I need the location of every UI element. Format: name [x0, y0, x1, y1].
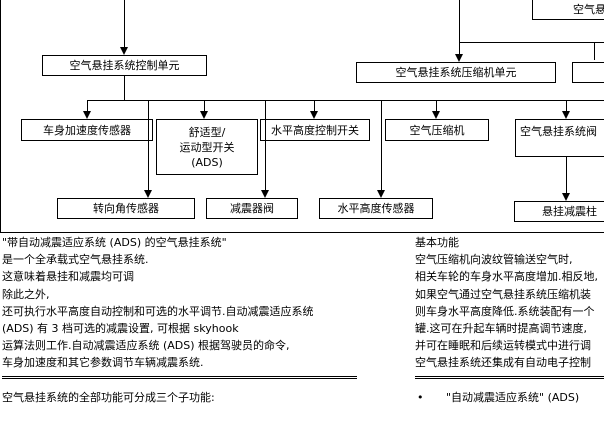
- body-text-line: 这意味着悬挂和减震均可调: [2, 270, 134, 283]
- valve-block-label: 空气悬挂系统阀: [520, 125, 597, 138]
- steering-sensor-box: 转向角传感器: [57, 198, 195, 219]
- compressor-unit-box: 空气悬挂系统压缩机单元: [356, 62, 556, 83]
- connector: [124, 0, 125, 48]
- arrow: [83, 111, 91, 119]
- connector: [124, 76, 125, 100]
- body-text-line: 车身加速度和其它参数调节车辆减震系统.: [2, 356, 204, 369]
- arrow: [377, 190, 385, 198]
- ads-switch-line1: 舒适型/: [188, 125, 226, 139]
- section-heading: 基本功能: [415, 236, 459, 249]
- arrow: [144, 190, 152, 198]
- body-text-line: 空气悬挂系统还集成有自动电子控制: [415, 356, 591, 369]
- body-text-line: 是一个全承载式空气悬挂系统.: [2, 253, 149, 266]
- connector: [459, 42, 604, 43]
- strut-label: 悬挂减震柱: [542, 205, 597, 218]
- control-unit-label: 空气悬挂系统控制单元: [69, 59, 180, 72]
- damper-valve-box: 减震器阀: [206, 198, 298, 219]
- arrow: [562, 111, 570, 119]
- arrow: [562, 193, 570, 201]
- valve-block-box: 空气悬挂系统阀: [515, 119, 604, 157]
- divider: [2, 378, 357, 379]
- top-right-box: 空气悬: [532, 0, 604, 20]
- bullet-text: "自动减震适应系统" (ADS): [446, 391, 580, 404]
- connector: [594, 42, 595, 60]
- accel-sensor-label: 车身加速度传感器: [43, 123, 131, 137]
- body-text-line: 则车身水平高度降低.系统装配有一个: [415, 305, 595, 318]
- top-right-label: 空气悬: [573, 3, 604, 16]
- control-unit-box: 空气悬挂系统控制单元: [42, 55, 207, 76]
- level-switch-box: 水平高度控制开关: [260, 119, 370, 141]
- body-text-line: 如果空气通过空气悬挂系统压缩机装: [415, 288, 591, 301]
- connector: [314, 100, 315, 112]
- level-sensor-label: 水平高度传感器: [337, 202, 415, 215]
- connector: [459, 42, 460, 60]
- diagram-frame: [0, 0, 604, 233]
- divider: [415, 376, 604, 377]
- connector: [148, 100, 149, 196]
- body-text-line: 空气悬挂系统的全部功能可分成三个子功能:: [2, 391, 215, 404]
- body-text-line: 并可在睡眠和后续运转模式中进行调: [415, 339, 591, 352]
- divider: [415, 378, 604, 379]
- ads-switch-box: 舒适型/ 运动型开关 (ADS): [156, 119, 258, 175]
- ads-switch-line3: (ADS): [191, 155, 223, 169]
- air-compressor-box: 空气压缩机: [385, 119, 489, 141]
- ads-switch-line2: 运动型开关: [179, 140, 235, 154]
- divider: [2, 376, 357, 377]
- compressor-unit-label: 空气悬挂系统压缩机单元: [395, 66, 517, 79]
- body-text-line: 相关车轮的车身水平高度增加.相反地,: [415, 270, 598, 283]
- body-text-line: 罐.这可在升起车辆时提高调节速度,: [415, 322, 587, 335]
- connector: [87, 100, 88, 112]
- strut-box: 悬挂减震柱: [514, 201, 604, 222]
- accel-sensor-box: 车身加速度传感器: [21, 119, 153, 141]
- body-text-line: 空气压缩机向波纹管输送空气时,: [415, 253, 573, 266]
- arrow: [120, 47, 128, 55]
- damper-valve-label: 减震器阀: [230, 202, 274, 215]
- bullet-icon: •: [417, 391, 424, 404]
- steering-sensor-label: 转向角传感器: [93, 202, 159, 215]
- arrow: [432, 111, 440, 119]
- connector: [87, 100, 604, 101]
- level-switch-label: 水平高度控制开关: [271, 123, 359, 137]
- partial-box-right: [572, 62, 604, 83]
- body-text-line: 除此之外,: [2, 288, 50, 301]
- arrow: [455, 54, 463, 62]
- body-text-line: "带自动减震适应系统 (ADS) 的空气悬挂系统": [2, 236, 227, 249]
- air-compressor-label: 空气压缩机: [409, 123, 465, 137]
- connector: [204, 100, 205, 112]
- arrow: [200, 111, 208, 119]
- body-text-line: 还可执行水平高度自动控制和可选的水平调节.自动减震适应系统: [2, 305, 314, 318]
- body-text-line: (ADS) 有 3 档可选的减震设置, 可根据 skyhook: [2, 322, 239, 335]
- connector: [265, 100, 266, 196]
- connector: [436, 100, 437, 112]
- body-text-line: 运算法则工作.自动减震适应系统 (ADS) 根据驾驶员的命令,: [2, 339, 290, 352]
- arrow: [261, 190, 269, 198]
- arrow: [310, 111, 318, 119]
- connector: [566, 100, 567, 112]
- connector: [381, 100, 382, 196]
- connector: [459, 0, 460, 42]
- connector: [566, 157, 567, 199]
- level-sensor-box: 水平高度传感器: [319, 198, 433, 219]
